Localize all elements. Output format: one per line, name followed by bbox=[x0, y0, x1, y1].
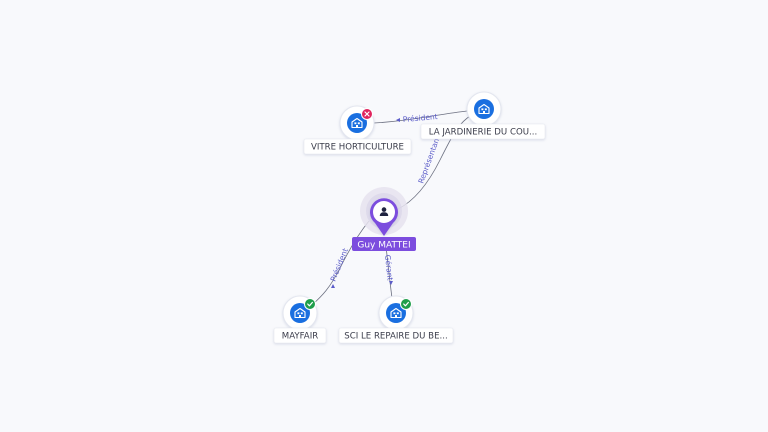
company-label: VITRE HORTICULTURE bbox=[311, 143, 404, 153]
building-icon bbox=[294, 307, 306, 319]
status-active-icon bbox=[304, 298, 316, 310]
company-node-sci[interactable]: SCI LE REPAIRE DU BE... bbox=[338, 295, 454, 344]
company-node-mayfair[interactable]: MAYFAIR bbox=[273, 295, 327, 344]
company-label: LA JARDINERIE DU COU... bbox=[429, 128, 537, 138]
edge-label: Gérant bbox=[383, 254, 395, 281]
edge-label: Président bbox=[329, 247, 350, 283]
edge-label: Président bbox=[402, 112, 438, 124]
edge-president-jardinerie-vitre: Président bbox=[373, 110, 468, 124]
building-icon bbox=[390, 307, 402, 319]
building-icon bbox=[478, 103, 490, 115]
edge-arrow bbox=[389, 281, 393, 285]
building-icon bbox=[351, 117, 363, 129]
edge-president-person-mayfair: Président bbox=[311, 220, 370, 306]
company-label: SCI LE REPAIRE DU BE... bbox=[344, 332, 447, 342]
company-node-vitre[interactable]: VITRE HORTICULTURE bbox=[303, 105, 412, 155]
person-label: Guy MATTEI bbox=[357, 241, 410, 251]
company-label: MAYFAIR bbox=[282, 332, 318, 342]
edge-label: Représentant bbox=[416, 134, 442, 184]
person-icon bbox=[379, 207, 389, 216]
edge-arrow bbox=[331, 284, 335, 288]
person-node[interactable]: Guy MATTEI bbox=[352, 187, 416, 251]
status-active-icon bbox=[400, 298, 412, 310]
edge-arrow bbox=[396, 118, 400, 122]
company-node-jardinerie[interactable]: LA JARDINERIE DU COU... bbox=[420, 91, 546, 140]
status-closed-icon bbox=[361, 108, 373, 120]
